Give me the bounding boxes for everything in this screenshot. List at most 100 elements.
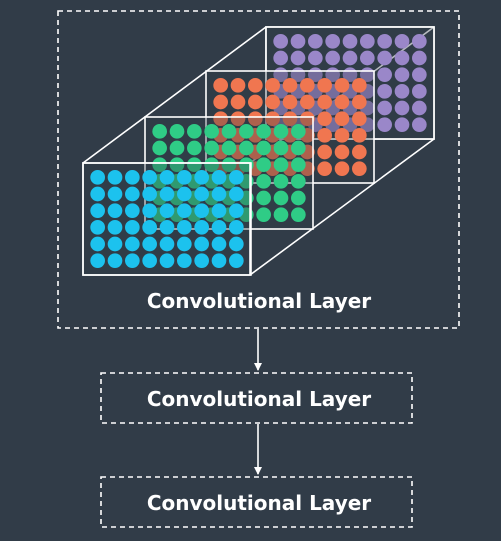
neuron-dot [290, 50, 306, 66]
neuron-dot [412, 117, 427, 132]
neuron-dot [142, 186, 158, 202]
neuron-dot [194, 236, 210, 252]
neuron-dot [256, 174, 271, 189]
neuron-dot [230, 94, 246, 110]
neuron-dot [107, 186, 123, 202]
neuron-dot [107, 220, 123, 235]
neuron-dot [282, 78, 298, 93]
neuron-dot [377, 84, 392, 99]
layer-box-3 [100, 476, 413, 528]
neuron-dot [194, 203, 210, 219]
neuron-dot [194, 186, 210, 202]
neuron-dot [394, 50, 410, 66]
neuron-dot [229, 220, 244, 235]
neuron-dot [211, 236, 227, 252]
neuron-dot [248, 94, 263, 110]
neuron-dot [239, 123, 254, 139]
neuron-dot [291, 123, 306, 139]
layer-label-3: Convolutional Layer [147, 491, 371, 515]
neuron-dot [90, 220, 105, 235]
neuron-dot [265, 94, 280, 110]
neuron-dot [412, 100, 427, 116]
neuron-dot [377, 117, 392, 132]
neuron-dot [107, 203, 123, 219]
neuron-dot [187, 140, 202, 156]
neuron-dot [342, 34, 358, 49]
neuron-dot [256, 190, 271, 206]
neuron-dot [194, 170, 210, 185]
neuron-dot [412, 34, 427, 49]
neuron-dot [273, 190, 289, 206]
neuron-dot [142, 253, 158, 268]
neuron-dot [317, 144, 332, 160]
neuron-dot [177, 203, 192, 219]
neuron-dot [213, 111, 229, 126]
neuron-dot [412, 50, 427, 66]
neuron-dot [291, 174, 306, 189]
neuron-dot [107, 253, 123, 268]
neuron-dot [142, 170, 158, 185]
neuron-dot [229, 203, 244, 219]
neuron-dot [159, 220, 175, 235]
neuron-dot [317, 94, 332, 110]
neuron-dot [204, 157, 220, 173]
neuron-dot [194, 253, 210, 268]
neuron-dot [273, 157, 289, 173]
neuron-dot [377, 100, 392, 116]
neuron-dot [377, 67, 392, 82]
neuron-dot [177, 236, 192, 252]
neuron-dot [360, 50, 375, 66]
neuron-dot [211, 220, 227, 235]
neuron-dot [221, 123, 237, 139]
neuron-dot [221, 140, 237, 156]
neuron-dot [177, 253, 192, 268]
neuron-dot [142, 203, 158, 219]
neuron-dot [169, 123, 185, 139]
neuron-dot [187, 123, 202, 139]
neuron-dot [230, 111, 246, 126]
neuron-dot [394, 34, 410, 49]
neuron-dot [107, 170, 123, 185]
neuron-dot [273, 50, 288, 66]
neuron-dot [90, 253, 105, 268]
neuron-dot [204, 140, 220, 156]
neuron-dot [273, 174, 289, 189]
neuron-dot [213, 94, 229, 110]
neuron-dot [177, 170, 192, 185]
neuron-dot [142, 220, 158, 235]
neuron-dot [394, 100, 410, 116]
neuron-dot [291, 140, 306, 156]
neuron-dot [317, 127, 332, 143]
neuron-dot [256, 157, 271, 173]
neuron-dot [124, 170, 140, 185]
neuron-dot [211, 186, 227, 202]
neuron-dot [282, 94, 298, 110]
neuron-dot [177, 220, 192, 235]
neuron-dot [152, 157, 168, 173]
neuron-dot [213, 78, 229, 93]
neuron-dot [229, 236, 244, 252]
neuron-dot [334, 127, 350, 143]
neuron-dot [300, 78, 315, 93]
neuron-dot [352, 161, 367, 177]
neuron-dot [159, 236, 175, 252]
neuron-dot [360, 34, 375, 49]
first-layer-box [57, 10, 460, 329]
neuron-dot [90, 170, 105, 185]
feature-map-cyan [82, 162, 252, 276]
neuron-dot [394, 84, 410, 99]
neuron-dot [256, 123, 271, 139]
neuron-dot [291, 190, 306, 206]
neuron-dot [334, 94, 350, 110]
neuron-dot [317, 111, 332, 126]
neuron-dot [300, 111, 315, 126]
neuron-dot [265, 78, 280, 93]
neuron-dot [377, 34, 392, 49]
neuron-dot [325, 50, 340, 66]
neuron-dot [256, 140, 271, 156]
neuron-dot [265, 111, 280, 126]
neuron-dot [159, 186, 175, 202]
layer-label-2: Convolutional Layer [147, 387, 371, 411]
